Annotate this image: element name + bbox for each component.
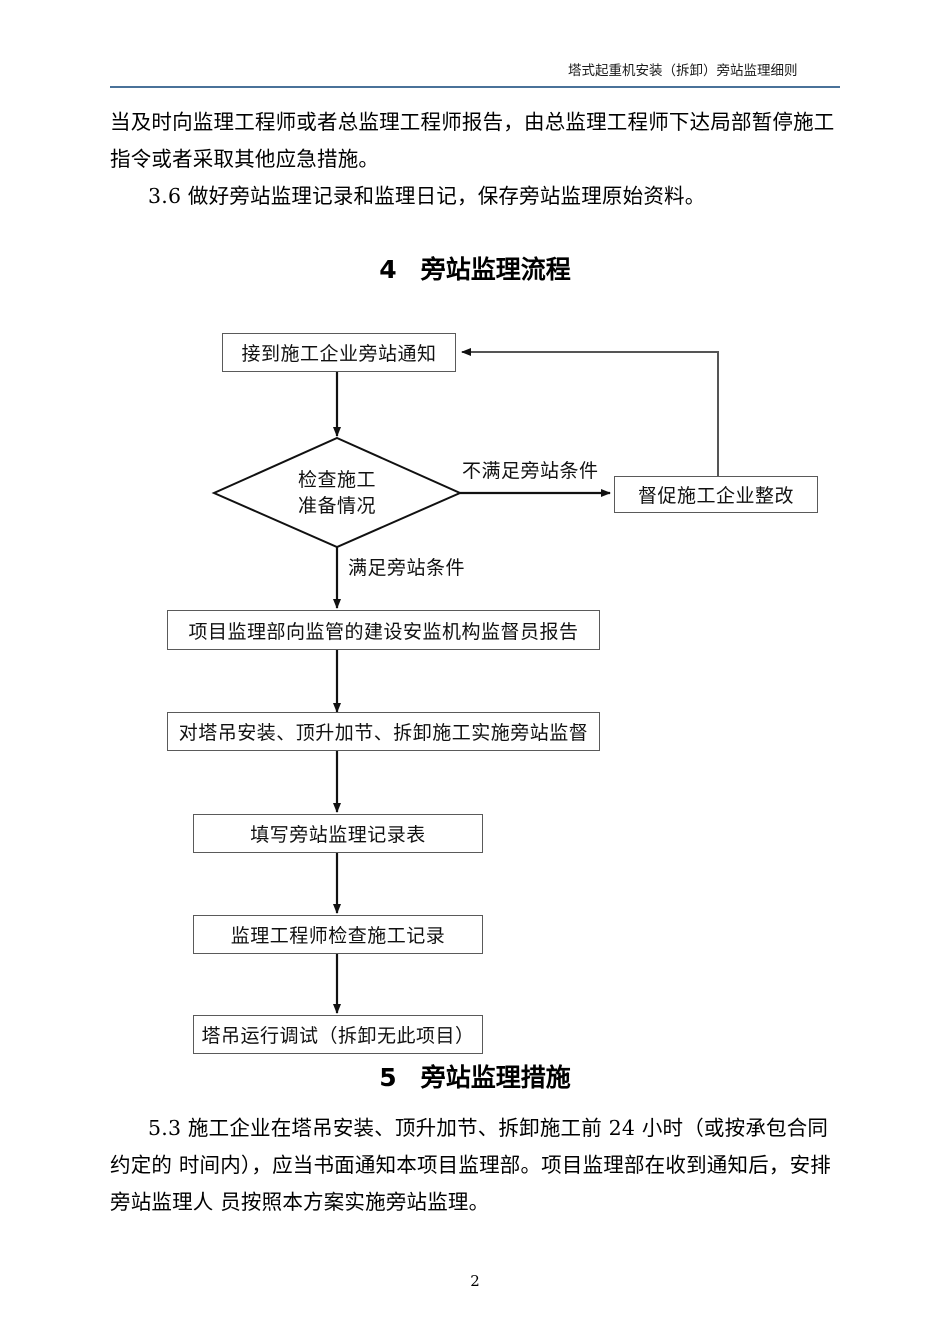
section-heading-4: 4 旁站监理流程 xyxy=(0,250,950,286)
flow-node-check: 检查施工 准备情况 xyxy=(214,438,460,547)
edge-label-satisfied: 满足旁站条件 xyxy=(348,557,466,579)
flow-node-record: 填写旁站监理记录表 xyxy=(193,814,483,853)
flow-node-check-line1: 检查施工 xyxy=(297,468,376,491)
header-title: 塔式起重机安装（拆卸）旁站监理细则 xyxy=(568,63,798,79)
page-header: 塔式起重机安装（拆卸）旁站监理细则 xyxy=(110,62,840,108)
section-title-5: 旁站监理措施 xyxy=(420,1063,571,1092)
section-number-4: 4 xyxy=(379,255,397,284)
paragraph-intro: 当及时向监理工程师或者总监理工程师报告，由总监理工程师下达局部暂停施工指令或者采… xyxy=(110,110,835,171)
paragraph-5-3: 5.3 施工企业在塔吊安装、顶升加节、拆卸施工前 24 小时（或按承包合同约定的… xyxy=(110,1116,831,1214)
section-heading-5: 5 旁站监理措施 xyxy=(0,1058,950,1094)
flow-node-commission: 塔吊运行调试（拆卸无此项目） xyxy=(193,1015,483,1054)
flow-node-rectify-label: 督促施工企业整改 xyxy=(637,485,794,507)
flow-node-record-label: 填写旁站监理记录表 xyxy=(250,824,426,846)
flow-node-notice-label: 接到施工企业旁站通知 xyxy=(241,343,437,365)
flow-node-check-line2: 准备情况 xyxy=(297,494,376,517)
flow-node-supervise-label: 对塔吊安装、顶升加节、拆卸施工实施旁站监督 xyxy=(178,722,589,744)
flow-node-inspect-label: 监理工程师检查施工记录 xyxy=(230,925,446,947)
flow-node-report-label: 项目监理部向监管的建设安监机构监督员报告 xyxy=(188,620,579,643)
paragraph-3-6: 3.6 做好旁站监理记录和监理日记，保存旁站监理原始资料。 xyxy=(148,184,706,208)
flow-node-notice: 接到施工企业旁站通知 xyxy=(222,333,456,372)
page-number: 2 xyxy=(470,1272,480,1290)
flow-node-inspect: 监理工程师检查施工记录 xyxy=(193,915,483,954)
section-number-5: 5 xyxy=(379,1063,397,1092)
edge-label-not-satisfied: 不满足旁站条件 xyxy=(462,460,599,482)
header-divider xyxy=(110,86,840,88)
flow-node-rectify: 督促施工企业整改 xyxy=(614,476,818,513)
flow-node-report: 项目监理部向监管的建设安监机构监督员报告 xyxy=(167,610,600,650)
flow-node-check-label: 检查施工 准备情况 xyxy=(298,467,376,519)
flow-node-supervise: 对塔吊安装、顶升加节、拆卸施工实施旁站监督 xyxy=(167,712,600,751)
section-title-4: 旁站监理流程 xyxy=(420,255,571,284)
flow-node-commission-label: 塔吊运行调试（拆卸无此项目） xyxy=(201,1025,475,1047)
